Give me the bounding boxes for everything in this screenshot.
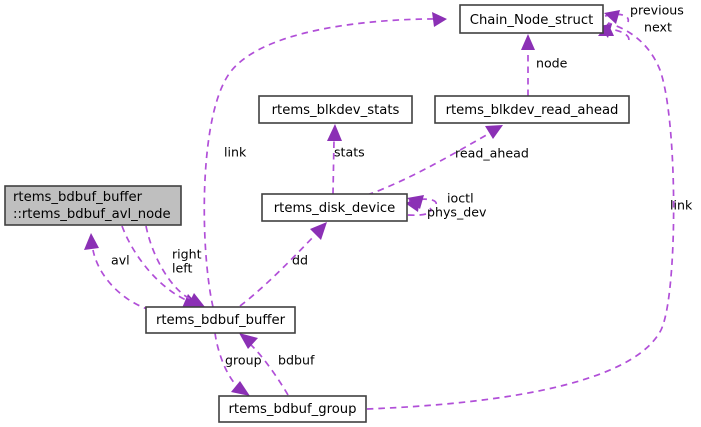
edge-right-path	[121, 225, 187, 301]
edge-bdbuf-path	[249, 343, 289, 396]
edge-label-link-left: link	[224, 145, 247, 160]
arrowhead-read-ahead	[485, 125, 503, 139]
edge-link-left-path	[203, 18, 448, 308]
arrowhead-dd	[310, 222, 327, 240]
node-rtems-blkdev-stats-label: rtems_blkdev_stats	[272, 103, 400, 118]
arrowhead-previous	[604, 10, 620, 24]
node-chain-node-struct[interactable]: Chain_Node_struct	[459, 4, 604, 34]
edge-label-read-ahead: read_ahead	[455, 146, 529, 161]
node-chain-node-struct-box[interactable]	[459, 4, 604, 34]
node-rtems-bdbuf-buffer-box[interactable]	[145, 306, 296, 334]
edge-label-stats: stats	[334, 145, 365, 160]
edge-label-link-right: link	[670, 198, 693, 213]
edge-read-ahead	[366, 125, 503, 196]
arrowhead-bdbuf	[239, 333, 258, 349]
edge-link-right-path	[366, 22, 675, 410]
edge-label-dd: dd	[292, 253, 308, 268]
edge-label-previous: previous	[630, 3, 684, 18]
edge-dd-path	[239, 234, 316, 307]
edge-stats	[327, 124, 342, 195]
node-chain-node-struct-label: Chain_Node_struct	[470, 13, 594, 28]
edge-label-next: next	[644, 20, 672, 35]
edge-read-ahead-path	[366, 132, 491, 196]
edge-label-right: right	[172, 247, 202, 262]
edge-phys-dev	[405, 198, 432, 217]
edge-label-avl: avl	[111, 253, 130, 268]
node-rtems-blkdev-read-ahead-box[interactable]	[434, 95, 630, 124]
node-rtems-bdbuf-buffer-label: rtems_bdbuf_buffer	[156, 313, 286, 328]
node-rtems-blkdev-read-ahead[interactable]: rtems_blkdev_read_ahead	[434, 95, 630, 124]
node-rtems-bdbuf-group-box[interactable]	[218, 395, 367, 423]
edge-group-path	[214, 332, 239, 388]
arrowhead-node	[521, 34, 535, 50]
edge-bdbuf	[239, 333, 289, 396]
edge-label-node: node	[536, 56, 568, 71]
edge-dd	[239, 222, 327, 307]
edge-label-ioctl: ioctl	[447, 191, 474, 206]
node-rtems-bdbuf-avl-node[interactable]: rtems_bdbuf_buffer ::rtems_bdbuf_avl_nod…	[4, 185, 182, 226]
edge-previous	[604, 10, 630, 24]
arrowhead-phys-dev	[405, 198, 420, 212]
node-rtems-bdbuf-avl-node-box[interactable]	[4, 185, 182, 226]
edge-node	[521, 34, 535, 96]
edge-phys-dev-path	[407, 207, 432, 217]
edge-label-phys-dev: phys_dev	[427, 205, 487, 220]
arrowhead-left	[187, 293, 205, 307]
edge-label-bdbuf: bdbuf	[278, 353, 315, 368]
edge-link-left	[203, 12, 448, 308]
node-rtems-disk-device-box[interactable]	[261, 193, 408, 222]
arrowhead-stats	[327, 124, 342, 141]
node-rtems-disk-device-label: rtems_disk_device	[274, 201, 395, 216]
arrowhead-avl	[84, 233, 99, 250]
node-rtems-blkdev-read-ahead-label: rtems_blkdev_read_ahead	[446, 103, 619, 118]
arrowhead-link-left	[432, 12, 447, 27]
edge-left-path	[145, 225, 191, 300]
edge-left	[145, 225, 205, 307]
node-rtems-disk-device[interactable]: rtems_disk_device	[261, 193, 408, 222]
node-rtems-blkdev-stats-box[interactable]	[258, 95, 413, 124]
arrowhead-group	[231, 381, 250, 396]
node-rtems-bdbuf-avl-node-label-line1: rtems_bdbuf_buffer	[13, 190, 143, 205]
edge-label-group: group	[225, 353, 262, 368]
node-rtems-bdbuf-group-label: rtems_bdbuf_group	[228, 402, 356, 417]
node-rtems-bdbuf-avl-node-label-line2: ::rtems_bdbuf_avl_node	[13, 207, 171, 222]
edge-group	[214, 332, 250, 396]
edge-avl	[84, 233, 151, 311]
edge-label-left: left	[172, 261, 192, 276]
node-rtems-bdbuf-buffer[interactable]: rtems_bdbuf_buffer	[145, 306, 296, 334]
edge-stats-path	[332, 139, 335, 195]
node-rtems-blkdev-stats[interactable]: rtems_blkdev_stats	[258, 95, 413, 124]
node-rtems-bdbuf-group[interactable]: rtems_bdbuf_group	[218, 395, 367, 423]
